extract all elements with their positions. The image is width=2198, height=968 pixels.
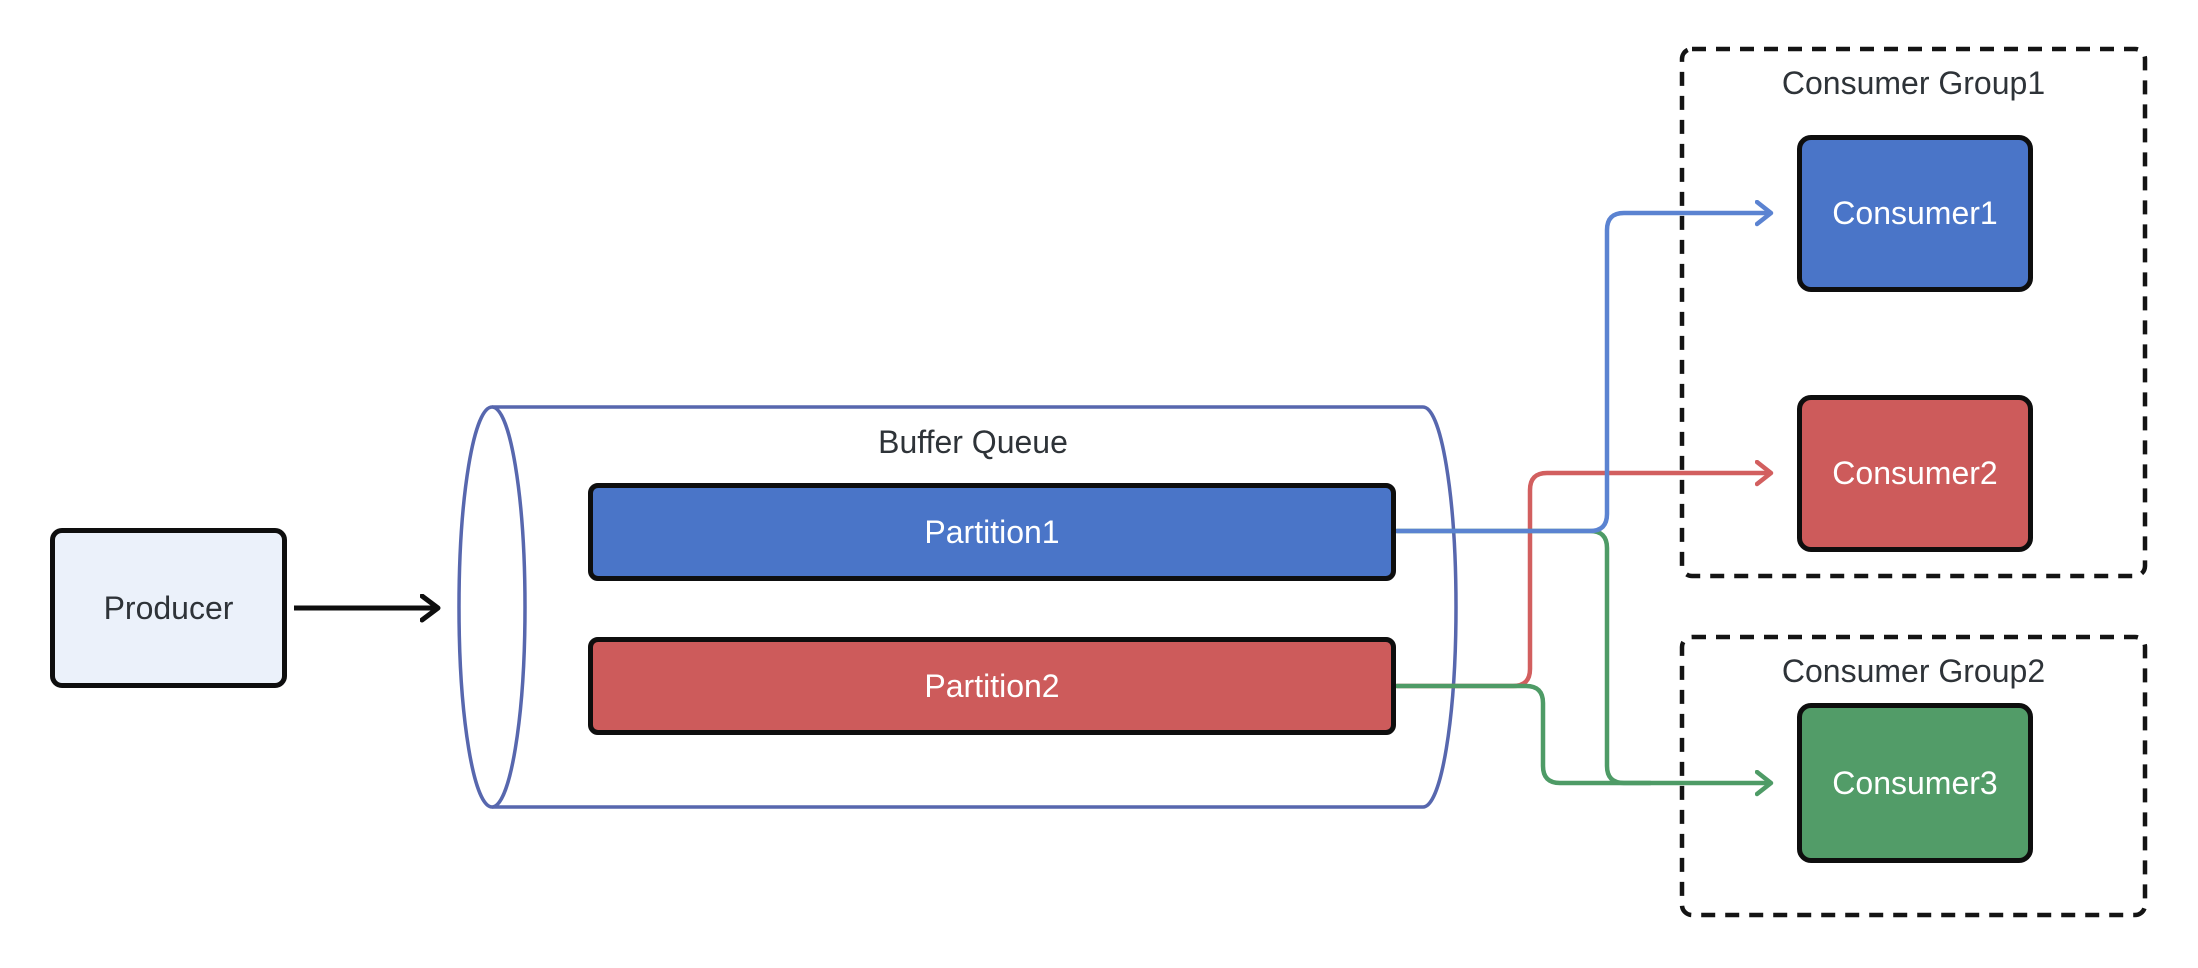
partition2-label: Partition2 <box>924 667 1060 704</box>
consumer3-node[interactable]: Consumer3 <box>1797 703 2033 863</box>
consumer1-node[interactable]: Consumer1 <box>1797 135 2033 292</box>
partition2-node[interactable]: Partition2 <box>588 637 1396 735</box>
producer-label: Producer <box>103 589 234 626</box>
partition1-label: Partition1 <box>924 513 1060 550</box>
partition1-node[interactable]: Partition1 <box>588 483 1396 581</box>
consumer3-label: Consumer3 <box>1832 764 1998 801</box>
consumer2-label: Consumer2 <box>1832 455 1998 491</box>
buffer-queue-title: Buffer Queue <box>878 424 1068 460</box>
consumer2-node[interactable]: Consumer2 <box>1797 395 2033 552</box>
consumer1-label: Consumer1 <box>1832 195 1998 231</box>
producer-node[interactable]: Producer <box>50 528 287 688</box>
